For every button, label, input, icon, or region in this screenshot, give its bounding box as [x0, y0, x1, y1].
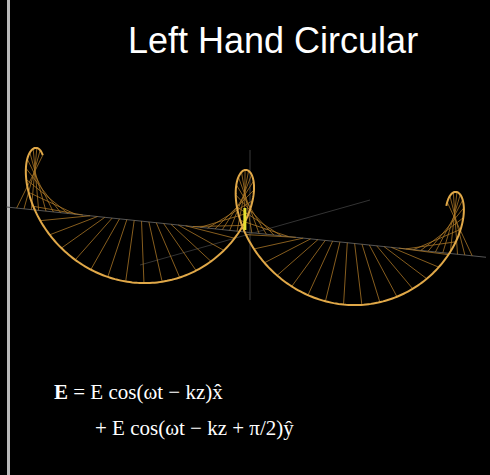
field-vector — [178, 225, 224, 250]
field-vector — [240, 220, 288, 236]
field-vector — [186, 226, 235, 238]
panel-divider — [7, 0, 10, 475]
field-vector — [33, 206, 83, 215]
field-vector — [108, 220, 127, 277]
field-vector — [447, 202, 472, 256]
field-vector — [27, 159, 53, 212]
field-vector — [355, 243, 362, 304]
field-vector — [362, 244, 380, 302]
field-vector — [254, 238, 303, 249]
field-vector-highlight — [243, 208, 246, 230]
field-vector — [246, 235, 296, 238]
equation-line: E = E cos(ωt − kz)x̂ — [54, 380, 223, 405]
field-vector — [164, 223, 197, 270]
propagation-axis — [7, 207, 486, 257]
field-vector — [61, 217, 104, 248]
field-vector — [91, 219, 120, 270]
field-vector — [171, 224, 211, 261]
field-vector — [156, 223, 179, 278]
field-vector — [50, 217, 98, 235]
field-vector — [325, 242, 340, 301]
field-vector — [75, 218, 112, 260]
field-vector — [40, 216, 90, 221]
field-vector — [142, 221, 144, 283]
depth-axis — [140, 200, 370, 265]
field-vector — [264, 239, 310, 263]
current-vector — [244, 208, 245, 230]
field-vector — [244, 170, 246, 232]
field-vector — [292, 240, 326, 286]
equation-line: + E cos(ωt − kz + π/2)ŷ — [95, 416, 294, 441]
field-vector — [126, 220, 135, 281]
field-vector — [277, 240, 318, 276]
field-vector — [344, 243, 348, 305]
title: Left Hand Circular — [128, 20, 418, 62]
field-vector — [377, 246, 413, 289]
helix-curve — [26, 148, 464, 305]
helix-path — [26, 148, 464, 305]
coordinate-axes — [7, 150, 486, 300]
field-vectors — [17, 148, 473, 305]
field-vector — [26, 168, 61, 213]
